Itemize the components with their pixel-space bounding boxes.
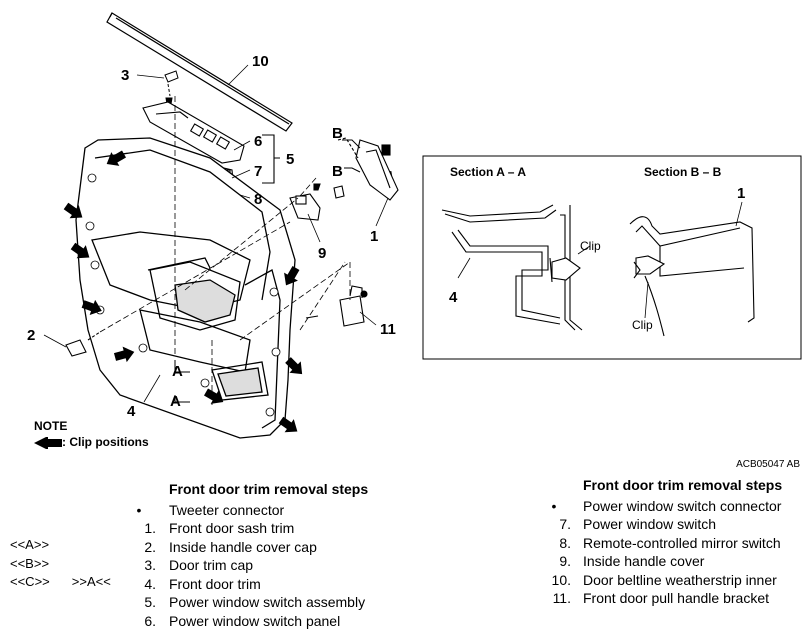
list-item: 8.Remote-controlled mirror switch xyxy=(559,534,781,551)
bracket-5 xyxy=(262,134,280,184)
left-steps-heading: Front door trim removal steps xyxy=(169,481,369,497)
list-item: •Tweeter connector xyxy=(136,501,285,518)
list-item: 1.Front door sash trim xyxy=(144,520,295,536)
leader-lines xyxy=(43,64,389,403)
right-removal-steps: Front door trim removal steps •Power win… xyxy=(543,476,809,608)
note-block: NOTE : Clip positions xyxy=(34,418,149,450)
section-views-box: Section A – A Section B – B Clip 4 xyxy=(422,155,802,360)
section-b-part-label: 1 xyxy=(737,185,745,202)
list-item: 6.Power window switch panel xyxy=(144,612,341,629)
list-item: 3.Door trim cap xyxy=(144,557,254,573)
list-item: •Power window switch connector xyxy=(551,497,782,514)
section-a-clip-label: Clip xyxy=(580,239,601,253)
callout-8: 8 xyxy=(254,191,262,208)
list-item: 4.Front door trim xyxy=(144,575,261,592)
procedure-references: <<A>> <<B>> <<C>> >>A<< xyxy=(10,536,111,592)
guide-lines xyxy=(99,96,351,405)
list-item: 2.Inside handle cover cap xyxy=(144,538,317,555)
right-steps-heading: Front door trim removal steps xyxy=(583,477,783,493)
section-a-title: Section A – A xyxy=(450,165,526,179)
callout-6: 6 xyxy=(254,133,262,150)
section-b-drawing xyxy=(629,201,755,337)
clip-arrow-icon xyxy=(34,436,62,449)
section-markers xyxy=(174,139,361,403)
list-item: 11.Front door pull handle bracket xyxy=(552,590,769,606)
callout-labels: 10 3 6 7 8 5 B B 1 9 2 4 11 A A xyxy=(27,53,396,420)
pull-handle-bracket xyxy=(305,285,368,327)
figure-code: ACB05047 AB xyxy=(736,459,800,470)
proc-b-remove: <<B>> xyxy=(10,555,50,571)
callout-9: 9 xyxy=(318,245,326,262)
callout-2: 2 xyxy=(27,327,35,344)
callout-3: 3 xyxy=(121,67,129,84)
proc-c-remove: <<C>> xyxy=(10,574,50,589)
callout-a-upper: A xyxy=(172,363,183,380)
door-trim-cap xyxy=(164,70,179,105)
callout-b-upper: B xyxy=(332,125,343,142)
inside-handle-cover xyxy=(289,183,345,221)
note-text: : Clip positions xyxy=(62,435,149,449)
callout-5: 5 xyxy=(286,151,294,168)
power-window-switch-panel xyxy=(142,101,245,164)
list-item: 9.Inside handle cover xyxy=(559,553,705,569)
list-item: 5.Power window switch assembly xyxy=(144,594,366,610)
note-title: NOTE xyxy=(34,419,68,433)
left-removal-steps: Front door trim removal steps •Tweeter c… xyxy=(128,480,428,630)
section-a-part-label: 4 xyxy=(449,289,458,306)
callout-10: 10 xyxy=(252,53,269,70)
callout-7: 7 xyxy=(254,163,262,180)
section-a-drawing xyxy=(441,204,591,331)
callout-11: 11 xyxy=(380,321,396,338)
callout-4: 4 xyxy=(127,403,136,420)
list-item: 7.Power window switch xyxy=(559,516,717,532)
callout-1: 1 xyxy=(370,228,378,245)
beltline-weatherstrip xyxy=(106,12,293,132)
inside-handle-cover-cap xyxy=(65,331,101,357)
section-b-clip-label: Clip xyxy=(632,318,653,332)
proc-a-remove: <<A>> xyxy=(10,537,50,552)
proc-a-install: >>A<< xyxy=(71,574,111,589)
front-door-sash-trim xyxy=(337,137,399,201)
section-b-title: Section B – B xyxy=(644,165,722,179)
callout-b-lower: B xyxy=(332,163,343,180)
list-item: 10.Door beltline weatherstrip inner xyxy=(551,571,777,588)
callout-a-lower: A xyxy=(170,393,181,410)
front-door-trim-panel xyxy=(75,137,296,439)
exploded-view-diagram: 10 3 6 7 8 5 B B 1 9 2 4 11 A A Section … xyxy=(27,12,802,439)
